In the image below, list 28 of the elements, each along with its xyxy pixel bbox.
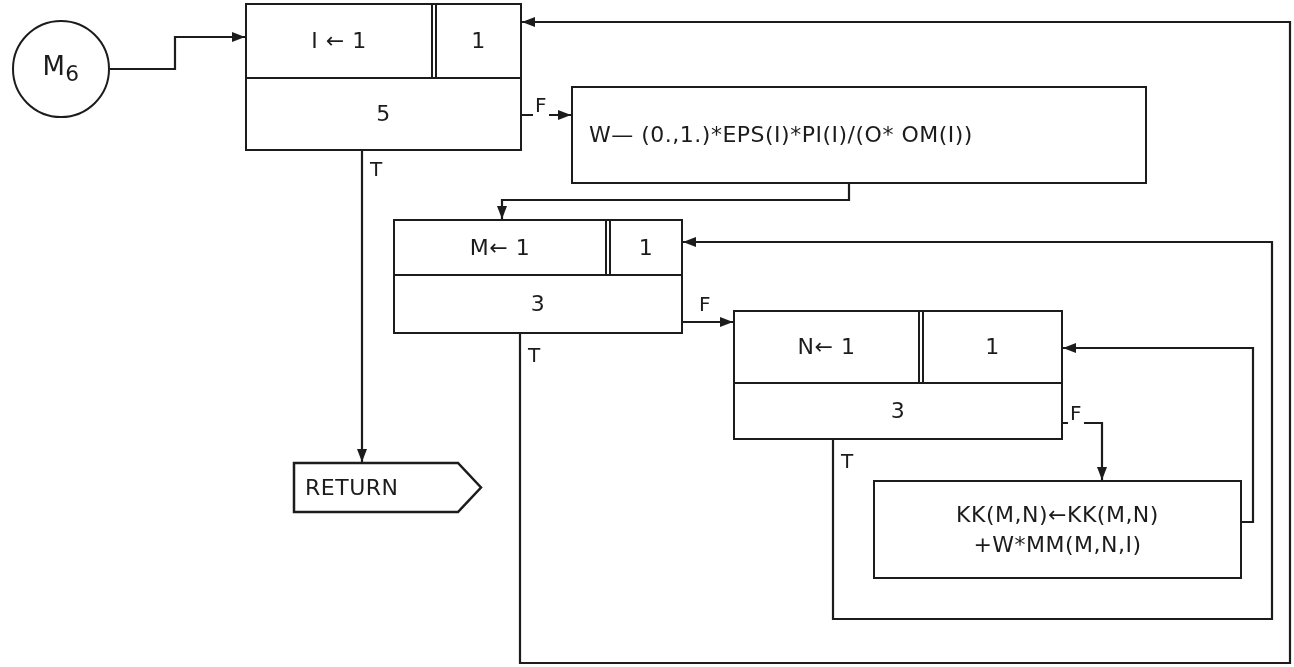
arrow [1063,343,1255,524]
node-text: 5 [376,100,391,129]
arrow [497,184,851,219]
arrow [518,17,1292,665]
node-text: KK(M,N)←KK(M,N) +W*MM(M,N,I) [955,500,1160,559]
node-text: 1 [638,233,654,262]
process-box [873,480,1242,579]
node-text: M← 1 [469,233,531,262]
node-text: 3 [530,290,546,319]
arrow [683,317,733,327]
arrow [1063,421,1107,480]
return-terminal [293,462,482,513]
node-text: 3 [890,397,906,426]
node-text: 1 [471,27,486,56]
process-box [571,86,1147,184]
arrow [110,32,245,71]
node-text: 1 [985,333,1000,362]
node-text: RETURN [305,473,399,502]
loop-box [733,310,1063,440]
arrow [683,237,1274,621]
node-text: M$_{6}$ [42,50,80,89]
node-text: N← 1 [797,333,856,362]
arrow [522,110,571,120]
loop-box [245,3,522,151]
loop-box [393,219,683,334]
node-text: W— (0.,1.)*EPS(I)*PI(I)/(O* OM(I)) [589,121,973,150]
arrow [357,151,367,462]
node-text: I ← 1 [311,27,367,56]
